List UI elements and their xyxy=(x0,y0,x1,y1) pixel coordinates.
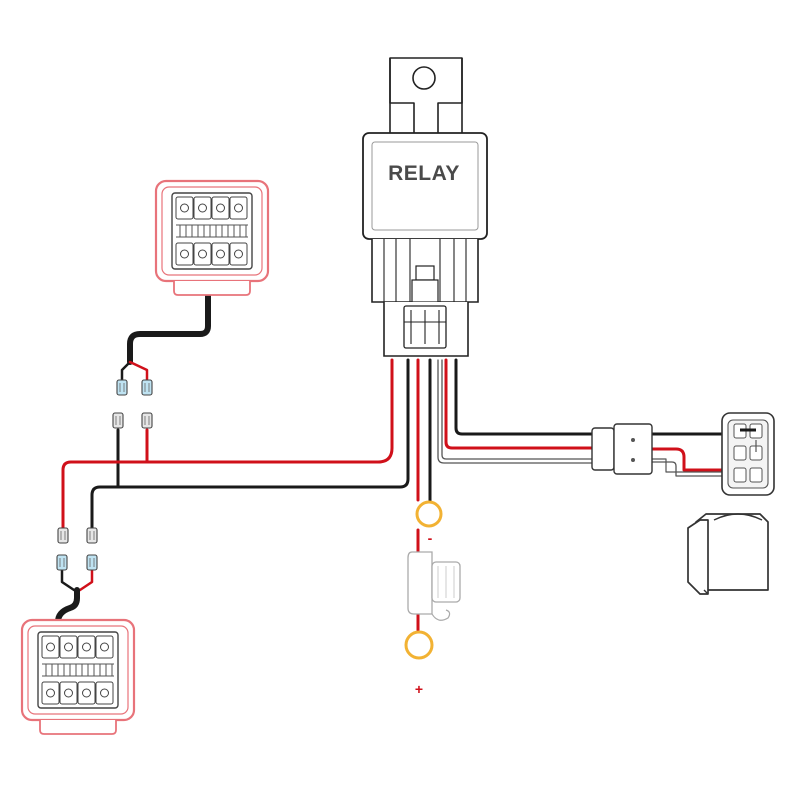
led-pod-light-icon xyxy=(154,179,270,283)
bullet-connector-icon xyxy=(116,379,128,396)
wires xyxy=(55,287,743,632)
rocker-switch-front xyxy=(687,513,769,595)
lower-light-positive-lead xyxy=(78,568,94,592)
rocker-switch-rear xyxy=(721,412,775,496)
switch-white-wire-inner xyxy=(441,359,593,460)
lower-led-pod-light xyxy=(20,618,136,735)
upper-light-cable xyxy=(127,287,211,365)
bullet-connector-icon xyxy=(112,412,124,429)
negative-terminal-label: - xyxy=(428,530,433,546)
inline-fuse-icon xyxy=(407,551,461,621)
upper-light-connectors xyxy=(112,379,153,429)
switch-harness-connector xyxy=(591,423,653,475)
relay-icon xyxy=(362,57,488,357)
switch-black-wire xyxy=(454,358,594,436)
rocker-switch-icon xyxy=(721,412,775,496)
switch-white-wire xyxy=(437,359,593,464)
positive-terminal-label: + xyxy=(415,681,423,697)
bullet-connector-icon xyxy=(141,379,153,396)
lower-light-connectors xyxy=(56,527,98,571)
bullet-connector-icon xyxy=(56,554,68,571)
switch-red-lead xyxy=(650,447,736,472)
battery-leads: - + xyxy=(404,500,461,697)
main-ground-wire xyxy=(90,358,410,530)
main-positive-wire xyxy=(61,358,394,530)
upper-light-positive-lead xyxy=(128,360,149,382)
lower-light-ground-lead xyxy=(60,568,76,592)
rocker-switch-icon xyxy=(687,513,769,595)
upper-led-pod-light xyxy=(154,179,270,296)
bullet-connector-icon xyxy=(141,412,153,429)
bullet-connector-icon xyxy=(86,554,98,571)
ring-terminal-icon xyxy=(404,630,434,660)
switch-white-lead xyxy=(651,461,743,477)
lower-light-cable xyxy=(55,587,80,625)
bullet-connector-icon xyxy=(57,527,69,544)
switch-red-wire xyxy=(444,358,594,450)
bullet-connector-icon xyxy=(86,527,98,544)
upper-light-ground-lead xyxy=(120,360,132,382)
switch-white-lead-inner xyxy=(651,458,739,473)
ring-terminal-icon xyxy=(415,500,443,528)
relay-label: RELAY xyxy=(388,162,460,185)
led-pod-light-icon xyxy=(20,618,136,722)
relay: RELAY xyxy=(362,57,488,357)
